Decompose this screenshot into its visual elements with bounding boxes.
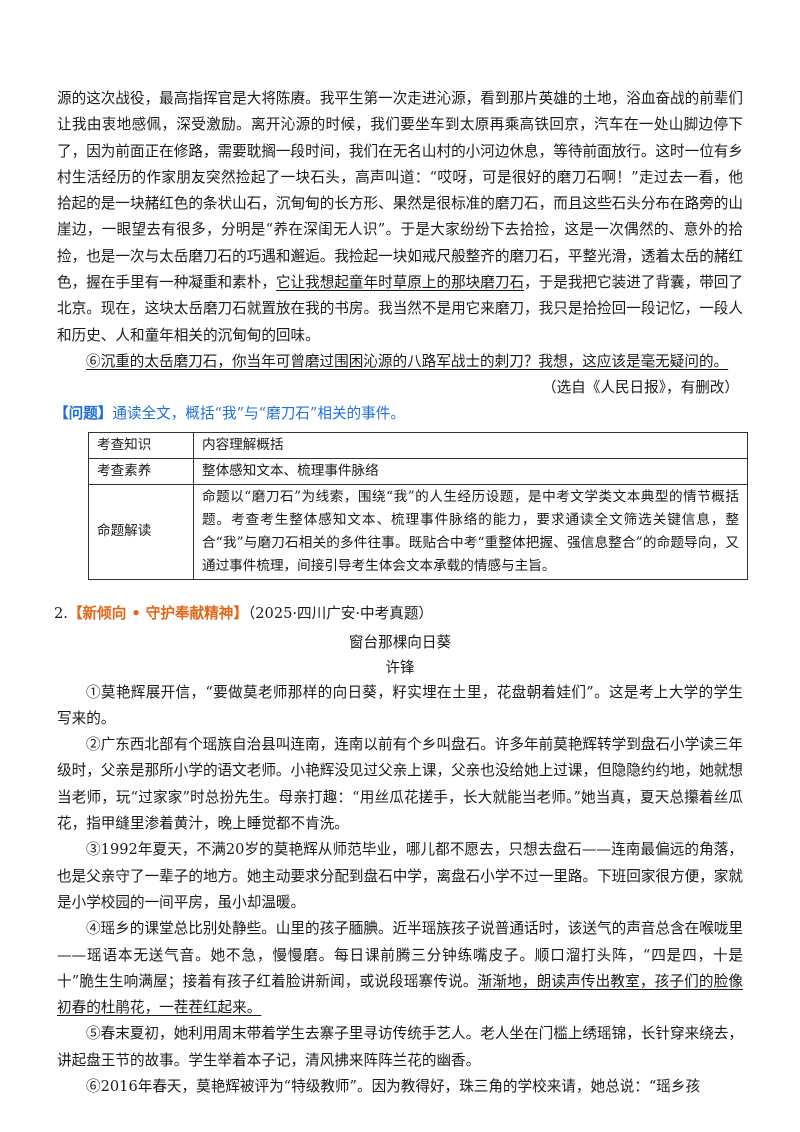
article-paragraph-4: ④瑶乡的课堂总比别处静些。山里的孩子腼腆。近半瑶族孩子说普通话时，该送气的声音总… [57,920,743,1017]
underlined-sentence: 渐渐地，朗读声传出教室，孩子们的脸像初春的杜鹃花，一茬茬红起来。 [57,972,743,1017]
underlined-sentence: 它让我想起童年时草原上的那块磨刀石 [275,274,525,292]
question-text: 通读全文，概括“我”与“磨刀石”相关的事件。 [112,404,405,422]
table-value: 命题以“磨刀石”为线索，围绕“我”的人生经历设题，是中考文学类文本典型的情节概括… [193,483,748,580]
table-row: 考查知识 内容理解概括 [88,431,748,459]
article-paragraph-1: ①莫艳辉展开信，“要做莫老师那样的向日葵，籽实埋在土里，花盘朝着娃们”。这是考上… [57,683,743,727]
article-author: 许锋 [385,658,415,676]
article-paragraph-5: ⑤春末夏初，她利用周末带着学生去寨子里寻访传统手艺人。老人坐在门槛上绣瑶锦，长针… [57,1025,743,1069]
article-paragraph-3: ③1992年夏天，不满20岁的莫艳辉从师范毕业，哪儿都不愿去，只想去盘石——连南… [57,841,743,911]
section-source: （2025·四川广安·中考真题） [247,604,434,622]
analysis-table: 考查知识 内容理解概括 考查素养 整体感知文本、梳理事件脉络 命题解读 命题以“… [88,431,748,580]
table-key: 考查知识 [88,431,194,459]
section-tag: 【新倾向 • 守护奉献精神】 [67,604,248,622]
table-key: 命题解读 [88,483,194,580]
question-tag: 【问题】 [54,404,113,422]
article-title: 窗台那棵向日葵 [348,633,452,651]
article-paragraph-6: ⑥2016年春天，莫艳辉被评为“特级教师”。因为教得好，珠三角的学校来请，她总说… [86,1078,701,1096]
question-line: 【问题】通读全文，概括“我”与“磨刀石”相关的事件。 [54,402,743,426]
table-row: 命题解读 命题以“磨刀石”为线索，围绕“我”的人生经历设题，是中考文学类文本典型… [88,483,748,580]
table-row: 考查素养 整体感知文本、梳理事件脉络 [88,457,748,485]
passage-source: （选自《人民日报》，有删改） [541,379,739,397]
page-content: 源的这次战役，最高指挥官是大将陈赓。我平生第一次走进沁源，看到那片英雄的土地，浴… [54,86,748,1100]
table-value: 整体感知文本、梳理事件脉络 [193,457,748,485]
passage-paragraph-6: ⑥沉重的太岳磨刀石，你当年可曾磨过围困沁源的八路军战士的刺刀？我想，这应该是毫无… [86,352,729,370]
table-key: 考查素养 [88,457,194,485]
table-value: 内容理解概括 [193,431,748,459]
passage-paragraph: 源的这次战役，最高指挥官是大将陈赓。我平生第一次走进沁源，看到那片英雄的土地，浴… [57,90,743,344]
section-heading: 2.【新倾向 • 守护奉献精神】（2025·四川广安·中考真题） [54,604,434,622]
article-paragraph-2: ②广东西北部有个瑶族自治县叫连南，连南以前有个乡叫盘石。许多年前莫艳辉转学到盘石… [57,736,743,833]
